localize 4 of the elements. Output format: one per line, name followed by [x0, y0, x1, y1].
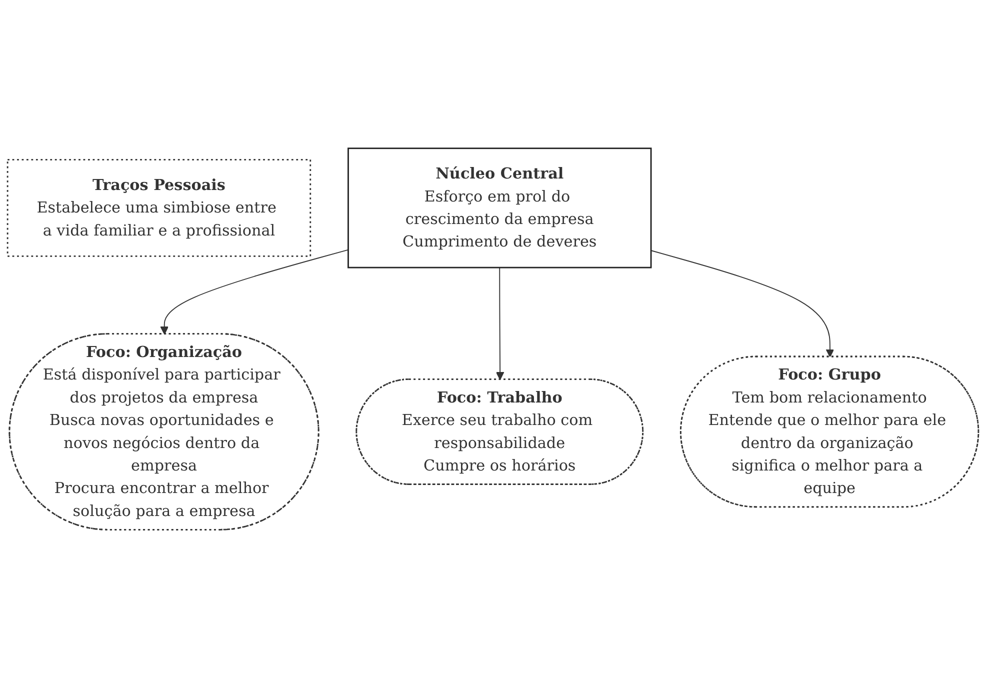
- node-box: Núcleo Central Esforço em prol do crescimento da empresa Cumprimento de deveres: [348, 148, 652, 268]
- arrow: [496, 267, 504, 380]
- arrow: [650, 250, 834, 358]
- arrow: [160, 249, 349, 335]
